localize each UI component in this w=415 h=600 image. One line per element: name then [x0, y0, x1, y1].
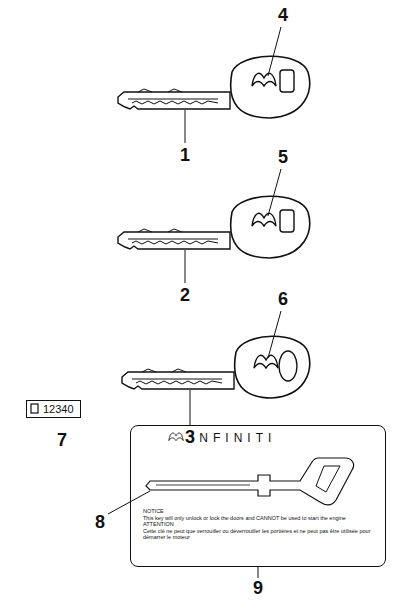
callout-number: 6: [278, 289, 288, 310]
notice-text: This key will only unlock or lock the do…: [143, 515, 371, 522]
callout-number: 8: [95, 512, 105, 533]
callout-number: 9: [253, 578, 263, 599]
brand-name: INFINITI: [191, 430, 276, 446]
notice-heading: NOTICE: [143, 508, 371, 515]
notice-block: NOTICEThis key will only unlock or lock …: [143, 508, 371, 541]
key-number: 12340: [43, 402, 74, 416]
notice-text: Cette clé ne peut que verrouiller ou dév…: [143, 528, 371, 541]
callout-number: 4: [278, 5, 288, 26]
callout-number: 7: [57, 430, 67, 451]
key-number-tag: 12340: [26, 400, 81, 418]
callout-number: 1: [180, 145, 190, 166]
callout-number: 5: [278, 147, 288, 168]
key-card: INFINITI NOTICEThis key will only unlock …: [130, 425, 386, 567]
notice-heading: ATTENTION: [143, 521, 371, 528]
callout-number: 2: [180, 285, 190, 306]
